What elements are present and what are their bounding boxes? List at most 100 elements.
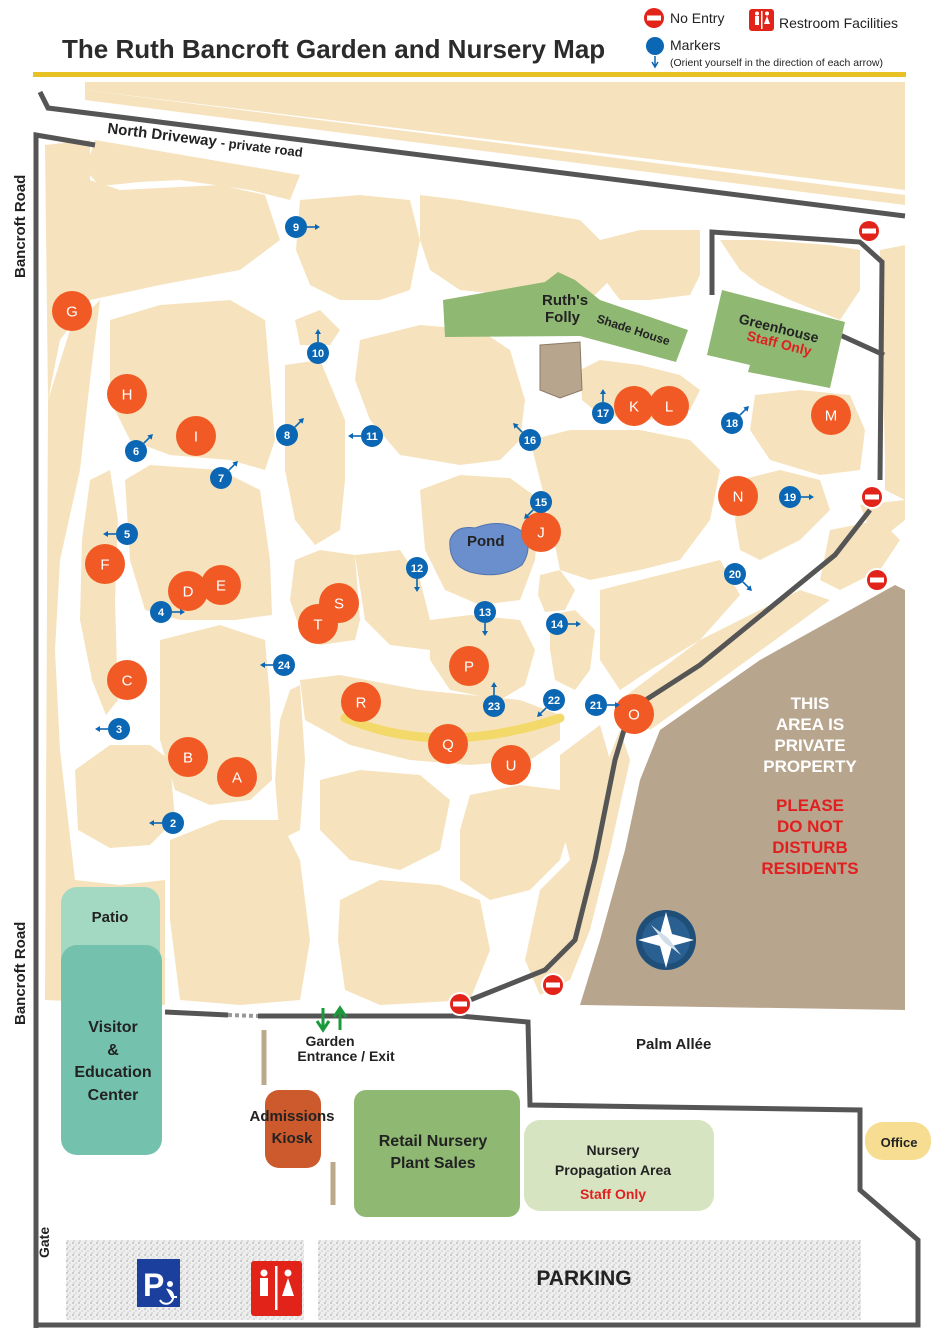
parking-label: PARKING — [536, 1267, 631, 1290]
marker-3: 3 — [95, 718, 130, 740]
restroom-parking-icon — [251, 1261, 302, 1316]
zone-u: U — [491, 745, 531, 785]
marker-circle — [585, 694, 607, 716]
zone-circle — [176, 416, 216, 456]
compass-icon — [636, 910, 696, 970]
marker-number: 9 — [293, 222, 299, 234]
arrowhead-icon — [260, 662, 265, 668]
arrowhead-icon — [315, 329, 321, 334]
zone-circle — [298, 604, 338, 644]
bed — [296, 195, 420, 300]
marker-9: 9 — [285, 216, 320, 238]
garden-beds — [45, 140, 905, 1005]
no-entry-sign-icon — [857, 219, 881, 243]
marker-circle — [307, 342, 329, 364]
gate-label: Gate — [36, 1227, 52, 1258]
arrowhead-icon — [524, 513, 530, 519]
accessible-parking-icon: P — [137, 1259, 180, 1307]
bed — [355, 550, 440, 650]
bed — [735, 470, 830, 560]
bed — [538, 570, 575, 612]
marker-8: 8 — [276, 418, 304, 446]
palm-allee-label: Palm Allée — [636, 1036, 711, 1053]
zone-circle — [614, 694, 654, 734]
marker-24: 24 — [260, 654, 295, 676]
marker-19: 19 — [779, 486, 814, 508]
zone-circle — [107, 374, 147, 414]
south-boundary — [36, 1009, 921, 1328]
arrowhead-icon — [298, 418, 304, 424]
marker-circle — [162, 812, 184, 834]
marker-number: 20 — [729, 569, 741, 581]
arrowhead-icon — [600, 389, 606, 394]
marker-circle — [483, 695, 505, 717]
garden-entrance-label-2: Entrance / Exit — [297, 1048, 395, 1064]
marker-number: 6 — [133, 446, 139, 458]
marker-number: 11 — [366, 431, 378, 443]
zone-b: B — [168, 737, 208, 777]
zone-letter: M — [825, 408, 838, 425]
marker-number: 18 — [726, 418, 738, 430]
ruths-folly-label-2: Folly — [545, 309, 581, 326]
garden-entrance-label-1: Garden — [305, 1033, 354, 1049]
marker-number: 19 — [784, 492, 796, 504]
marker-circle — [543, 689, 565, 711]
marker-5: 5 — [103, 523, 138, 545]
marker-legend-icon — [646, 37, 664, 69]
arrowhead-icon — [746, 585, 752, 591]
restroom-icon — [749, 9, 774, 31]
bed — [530, 430, 720, 580]
no-entry-icon — [644, 8, 664, 28]
marker-2: 2 — [149, 812, 184, 834]
arrowhead-icon — [537, 711, 543, 717]
zone-circle — [521, 512, 561, 552]
zone-circle — [811, 395, 851, 435]
zone-m: M — [811, 395, 851, 435]
bed — [525, 730, 630, 995]
zone-letter: O — [628, 707, 640, 724]
marker-number: 13 — [479, 607, 491, 619]
arrowhead-icon — [147, 434, 153, 440]
zone-letter: I — [194, 429, 198, 446]
no-entry-sign-icon — [448, 992, 472, 1016]
bed — [45, 140, 280, 400]
legend-no-entry: No Entry — [670, 10, 724, 26]
no-entry-sign-icon — [541, 973, 565, 997]
zone-letter: N — [733, 489, 744, 506]
zone-letter: L — [665, 399, 673, 416]
legend-restroom: Restroom Facilities — [779, 15, 898, 31]
marker-7: 7 — [210, 461, 238, 489]
driveway-boundary — [37, 90, 906, 219]
no-entry-signs — [448, 219, 889, 1016]
zone-circle — [649, 386, 689, 426]
bed — [110, 300, 275, 470]
bed — [820, 520, 900, 590]
admissions-kiosk — [265, 1090, 321, 1168]
marker-circle — [361, 425, 383, 447]
marker-circle — [592, 402, 614, 424]
marker-22: 22 — [537, 689, 565, 717]
arrowhead-icon — [576, 621, 581, 627]
marker-circle — [724, 563, 746, 585]
nursery-staff-label: Staff Only — [580, 1186, 646, 1202]
marker-number: 12 — [411, 563, 423, 575]
east-service-road — [469, 508, 872, 1003]
arrowhead-icon — [232, 461, 238, 467]
zone-h: H — [107, 374, 147, 414]
marker-circle — [530, 491, 552, 513]
admissions-label-1: Admissions — [249, 1108, 334, 1125]
zone-letter: T — [313, 617, 322, 634]
marker-number: 3 — [116, 724, 122, 736]
greenhouse — [707, 290, 845, 388]
bed — [600, 560, 740, 690]
patio-label: Patio — [92, 909, 129, 926]
zone-circle — [341, 682, 381, 722]
marker-11: 11 — [348, 425, 383, 447]
arrowhead-icon — [315, 224, 320, 230]
zone-l: L — [649, 386, 689, 426]
bed — [355, 325, 525, 465]
zone-circle — [428, 724, 468, 764]
